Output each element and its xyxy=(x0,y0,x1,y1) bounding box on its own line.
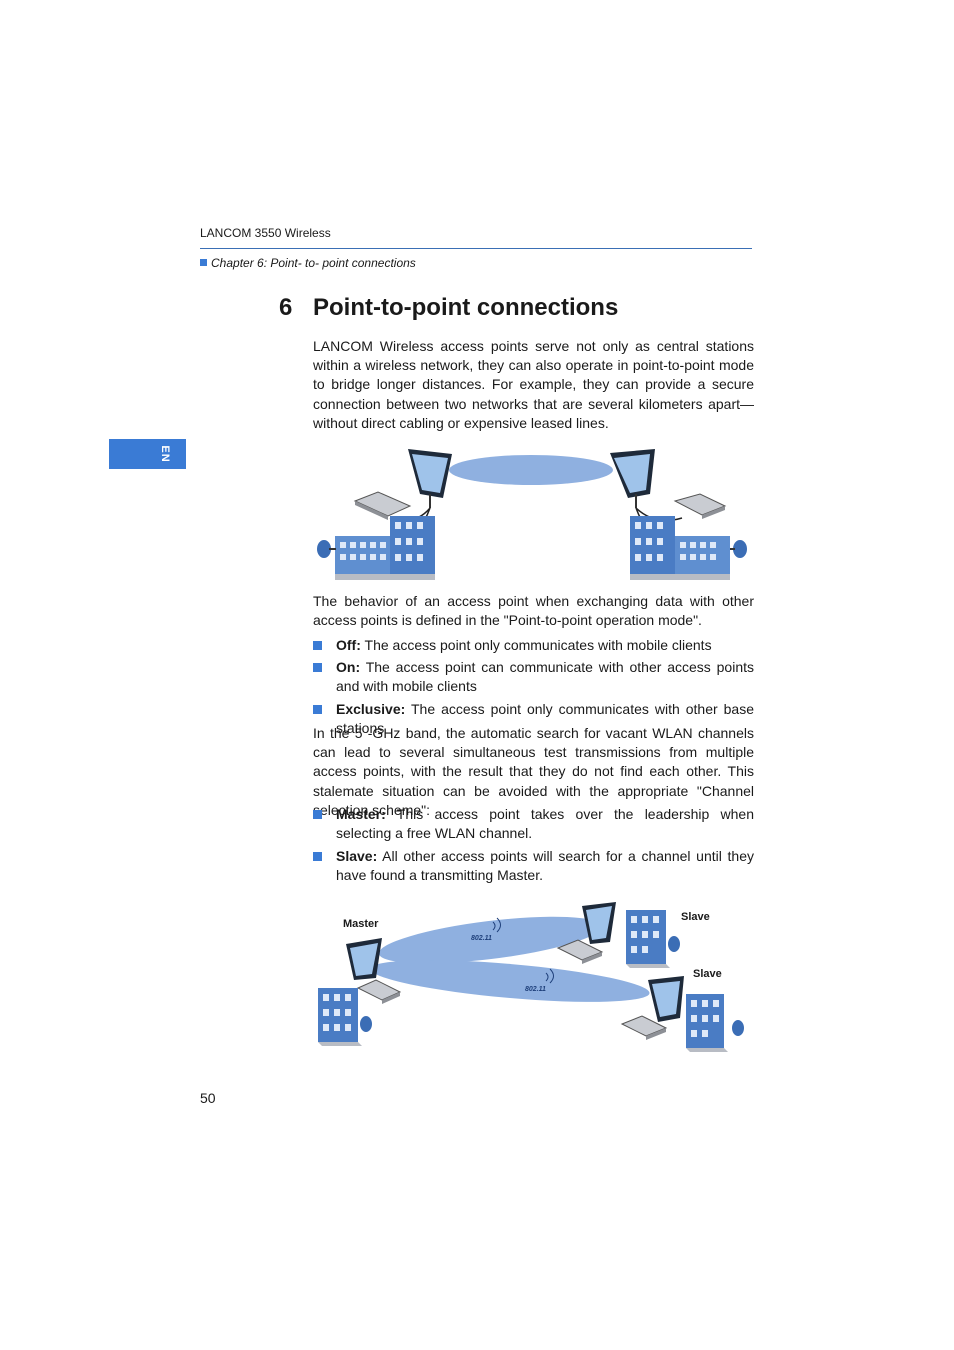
router-icon-slave-upper xyxy=(556,939,604,964)
list-item: On: The access point can communicate wit… xyxy=(313,658,754,696)
bullet-square-icon xyxy=(313,663,322,672)
list-item: Off: The access point only communicates … xyxy=(313,636,754,655)
wifi-logo-icon: 802.11 xyxy=(525,968,554,993)
scheme-text: All other access points will search for … xyxy=(336,848,754,884)
radio-beam-lower xyxy=(370,960,650,1002)
bullet-square-icon xyxy=(313,852,322,861)
language-tab-label: EN xyxy=(159,445,171,463)
breadcrumb: Chapter 6: Point- to- point connections xyxy=(200,256,416,270)
list-item: Slave: All other access points will sear… xyxy=(313,847,754,885)
label-slave-lower: Slave xyxy=(693,968,722,980)
language-tab: EN xyxy=(109,439,186,469)
label-master: Master xyxy=(343,918,379,930)
antenna-icon-right xyxy=(610,449,655,508)
breadcrumb-text: Chapter 6: Point- to- point connections xyxy=(211,256,416,270)
header-rule xyxy=(200,248,752,249)
chapter-number: 6 xyxy=(279,294,293,321)
logo-802-11-b: 802.11 xyxy=(525,986,546,993)
router-icon-left xyxy=(353,491,412,520)
figure-point-to-point xyxy=(317,449,747,580)
list-item: Exclusive: The access point only communi… xyxy=(313,700,754,738)
mode-text: The access point only communicates with … xyxy=(336,701,754,737)
logo-802-11-a: 802.11 xyxy=(471,935,492,942)
router-icon-slave-lower xyxy=(620,1015,668,1040)
chapter-title: Point-to-point connections xyxy=(313,294,619,321)
mode-text: The access point can communicate with ot… xyxy=(336,659,754,695)
bullet-square-icon xyxy=(200,259,207,266)
bullet-square-icon xyxy=(313,810,322,819)
page-number: 50 xyxy=(200,1090,216,1106)
header-product: LANCOM 3550 Wireless xyxy=(200,226,331,240)
scheme-term: Slave: xyxy=(336,848,378,864)
label-slave-upper: Slave xyxy=(681,911,710,923)
router-icon-right xyxy=(673,493,727,519)
mode-term: Exclusive: xyxy=(336,701,406,717)
behavior-paragraph: The behavior of an access point when exc… xyxy=(313,593,754,629)
antenna-icon-left xyxy=(408,449,452,508)
figure-master-slave: 802.11 802.11 xyxy=(318,902,744,1052)
scheme-term: Master: xyxy=(336,806,386,822)
mode-term: Off: xyxy=(336,637,361,653)
list-item: Master: This access point takes over the… xyxy=(313,805,754,843)
wifi-logo-icon: 802.11 xyxy=(471,917,501,942)
building-icon-right xyxy=(630,516,747,580)
scheme-text: This access point takes over the leaders… xyxy=(336,806,754,842)
bullet-square-icon xyxy=(313,705,322,714)
antenna-icon-slave-upper xyxy=(582,902,616,944)
router-icon-master xyxy=(356,979,402,1004)
mode-term: On: xyxy=(336,659,361,675)
antenna-icon-slave-lower xyxy=(648,976,684,1022)
radio-beam xyxy=(449,455,613,485)
mode-text: The access point only communicates with … xyxy=(360,637,712,653)
band-paragraph: In the 5 -GHz band, the automatic search… xyxy=(313,725,754,818)
intro-paragraph: LANCOM Wireless access points serve not … xyxy=(313,338,754,431)
building-icon-slave-lower xyxy=(686,994,744,1052)
bullet-square-icon xyxy=(313,641,322,650)
building-icon-slave-upper xyxy=(626,910,680,968)
antenna-icon-master xyxy=(346,938,382,980)
building-icon-master xyxy=(318,988,372,1046)
building-icon-left xyxy=(317,516,435,580)
radio-beam-upper xyxy=(378,916,602,964)
